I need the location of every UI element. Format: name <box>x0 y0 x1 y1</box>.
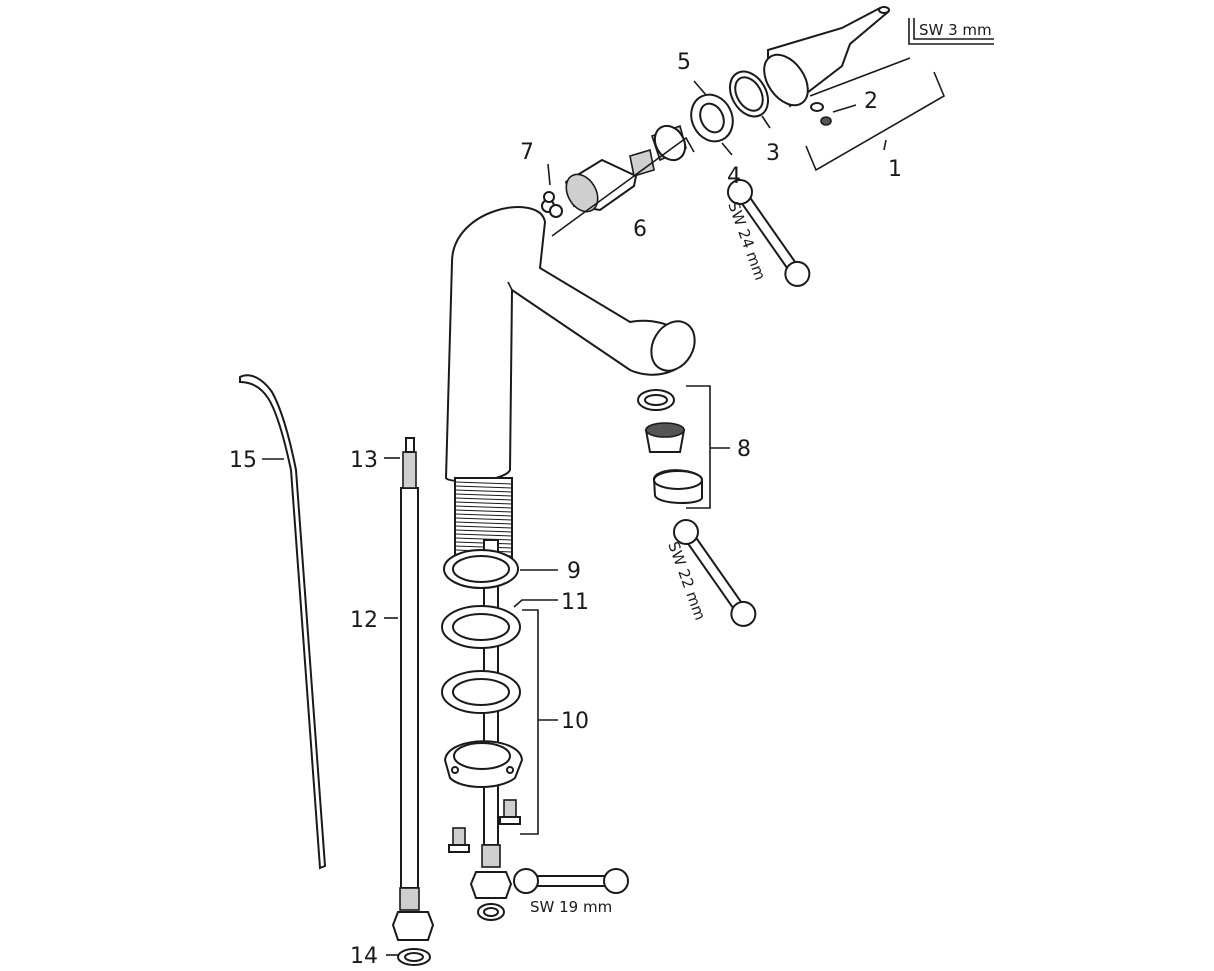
label-part-1: 1 <box>888 157 902 182</box>
part-8-aerator <box>637 389 703 504</box>
supply-hose-center <box>469 539 513 921</box>
part-11-washer <box>441 605 521 649</box>
label-part-7: 7 <box>520 140 534 165</box>
part-14-washer <box>397 948 431 966</box>
part-3-ring <box>729 70 769 118</box>
wrench-24-label: SW 24 mm <box>724 199 769 282</box>
label-part-4: 4 <box>727 164 741 189</box>
wrench-19-label: SW 19 mm <box>530 898 612 916</box>
part-2-screws <box>810 102 832 126</box>
label-part-6: 6 <box>633 217 647 242</box>
label-part-3: 3 <box>766 141 780 166</box>
part-12-supply-hose <box>391 437 435 941</box>
part-1-handle <box>763 6 890 108</box>
label-part-13: 13 <box>350 448 378 473</box>
label-part-14: 14 <box>350 944 378 969</box>
part-9-washer <box>443 549 519 589</box>
label-part-2: 2 <box>864 89 878 114</box>
part-5-nut <box>690 93 734 143</box>
label-part-5: 5 <box>677 50 691 75</box>
label-part-12: 12 <box>350 608 378 633</box>
hex-key-icon: SW 3 mm <box>908 18 994 45</box>
label-part-9: 9 <box>567 559 581 584</box>
part-10-ring <box>441 670 521 714</box>
faucet-body <box>444 206 696 483</box>
hex-key-label: SW 3 mm <box>919 21 992 39</box>
part-15-rod <box>239 374 327 870</box>
part-10-bracket <box>443 740 524 788</box>
part-6-cartridge <box>564 124 687 213</box>
label-part-10: 10 <box>561 709 589 734</box>
label-part-8: 8 <box>737 437 751 462</box>
wrench-22-icon <box>673 519 757 627</box>
wrench-24-icon <box>727 179 811 287</box>
part-10-screws <box>448 799 521 853</box>
part-7-orings <box>541 191 563 218</box>
wrench-19-icon <box>513 868 629 894</box>
label-part-15: 15 <box>229 448 257 473</box>
label-part-11: 11 <box>561 590 589 615</box>
leader-lines <box>262 57 946 956</box>
